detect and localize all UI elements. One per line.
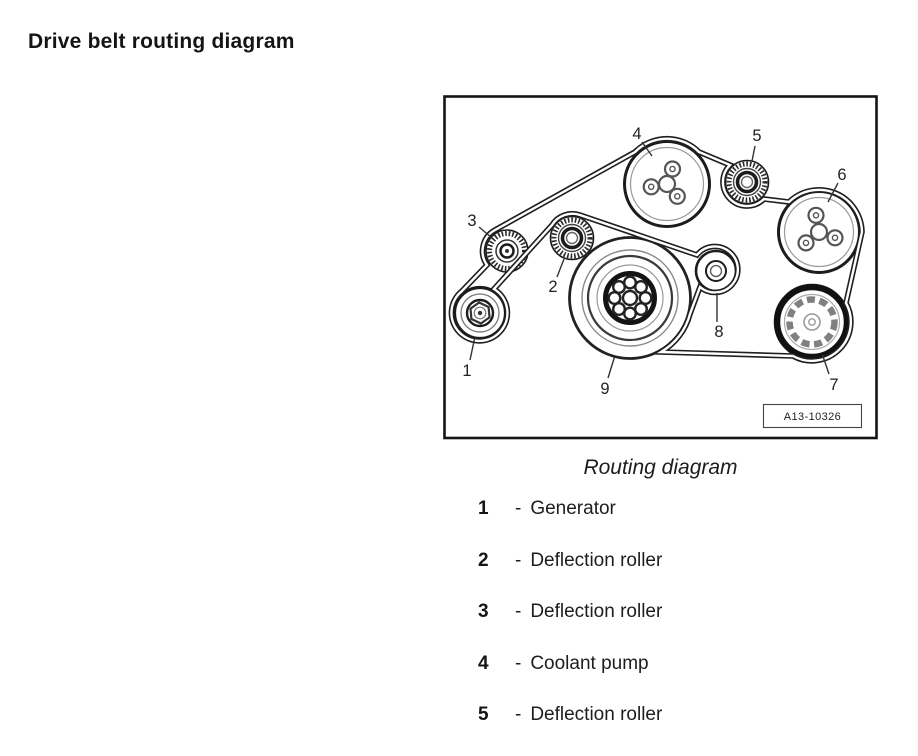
legend-item-separator: - [515,498,522,519]
legend-item-3: 3 - Deflection roller [478,601,662,653]
routing-diagram-figure: 1 2 3 4 5 6 7 8 9 A13-10326 [440,92,881,442]
pulley-crankshaft [568,236,692,360]
legend-item-number: 1 [478,498,489,519]
legend-item-label: Deflection roller [530,549,663,571]
callout-7: 7 [829,376,838,394]
legend-item-label: Generator [530,498,616,519]
legend-item-4: 4 - Coolant pump [478,653,662,705]
legend-item-number: 4 [478,652,489,674]
callout-1: 1 [462,362,471,380]
legend-item-separator: - [515,704,522,725]
legend-item-number: 5 [478,704,489,725]
legend-item-number: 3 [478,601,489,622]
image-ref-label: A13-10326 [784,411,841,423]
image-ref-box: A13-10326 [762,403,863,429]
legend-item-number: 2 [478,549,489,571]
callout-2: 2 [548,278,557,296]
callout-8: 8 [714,323,723,341]
legend-item-label: Deflection roller [530,704,663,725]
pulley-deflection-roller-2 [549,215,595,261]
callout-5: 5 [752,127,761,145]
legend-item-label: Deflection roller [530,601,663,622]
legend-item-separator: - [515,652,522,674]
legend-list: 1 - Generator 2 - Deflection roller 3 - … [478,498,662,756]
generator-hex-nut [469,301,491,325]
drive-belt [448,135,865,364]
callout-leader-lines [469,141,839,379]
legend-item-5: 5 - Deflection roller [478,704,662,756]
callout-4: 4 [632,125,641,143]
legend-item-label: Coolant pump [530,652,649,674]
legend-item-separator: - [515,601,522,622]
callout-9: 9 [600,380,609,398]
callout-3: 3 [467,212,476,230]
figure-caption: Routing diagram [583,456,738,479]
legend-item-2: 2 - Deflection roller [478,550,662,602]
pulley-7 [773,283,851,361]
page-title: Drive belt routing diagram [28,30,295,53]
legend-item-separator: - [515,549,522,571]
legend-item-1: 1 - Generator [478,498,662,550]
drive-belt-diagram: 1 2 3 4 5 6 7 8 9 A13-10326 [443,95,878,440]
pulley-coolant-pump [623,140,711,228]
callout-6: 6 [837,166,846,184]
